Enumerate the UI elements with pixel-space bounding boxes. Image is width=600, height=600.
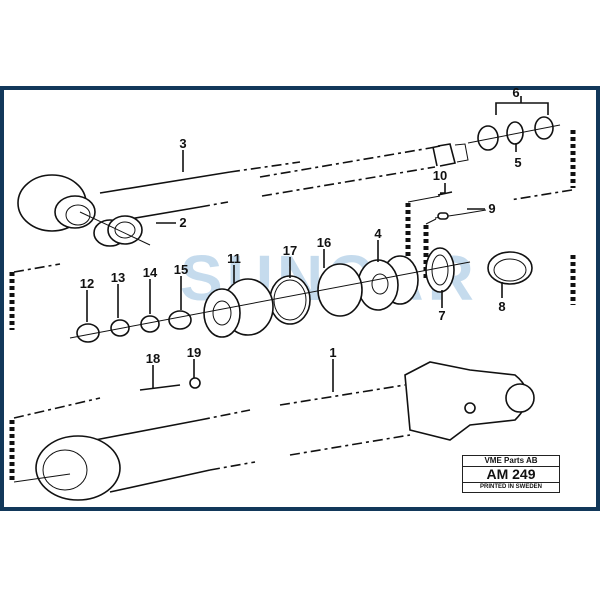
piston-rod-part-3	[17, 143, 469, 232]
seal-kit-part-6	[467, 96, 561, 152]
callout-13: 13	[111, 270, 125, 285]
piston-part-4	[357, 255, 419, 311]
catalog-plate: VME Parts AB AM 249 PRINTED IN SWEDEN	[462, 455, 560, 493]
plate-company: VME Parts AB	[463, 456, 559, 467]
callout-7: 7	[438, 308, 445, 323]
plate-code: AM 249	[463, 467, 559, 483]
cylinder-head-part-11	[203, 278, 274, 338]
bushing-part-2	[79, 211, 151, 247]
callout-6: 6	[512, 85, 519, 100]
callout-17: 17	[283, 243, 297, 258]
callout-5: 5	[514, 155, 521, 170]
callout-12: 12	[80, 276, 94, 291]
wiper-part-12	[76, 323, 100, 343]
seal-part-14	[140, 315, 160, 333]
callout-15: 15	[174, 262, 188, 277]
callout-16: 16	[317, 235, 331, 250]
callout-10: 10	[433, 168, 447, 183]
o-ring-part-16	[317, 263, 363, 317]
callout-19: 19	[187, 345, 201, 360]
bushing-part-15	[168, 310, 192, 330]
callout-8: 8	[498, 299, 505, 314]
guide-ring-part-8	[487, 251, 533, 285]
plate-note: PRINTED IN SWEDEN	[479, 484, 542, 490]
callout-2: 2	[179, 215, 186, 230]
callout-3: 3	[179, 136, 186, 151]
callout-9: 9	[488, 201, 495, 216]
ring-part-17	[269, 275, 311, 325]
callout-1: 1	[329, 345, 336, 360]
callout-14: 14	[143, 265, 158, 280]
callout-11: 11	[227, 251, 241, 266]
cylinder-tube-part-1	[35, 361, 535, 501]
callout-4: 4	[374, 226, 382, 241]
callout-18: 18	[146, 351, 160, 366]
